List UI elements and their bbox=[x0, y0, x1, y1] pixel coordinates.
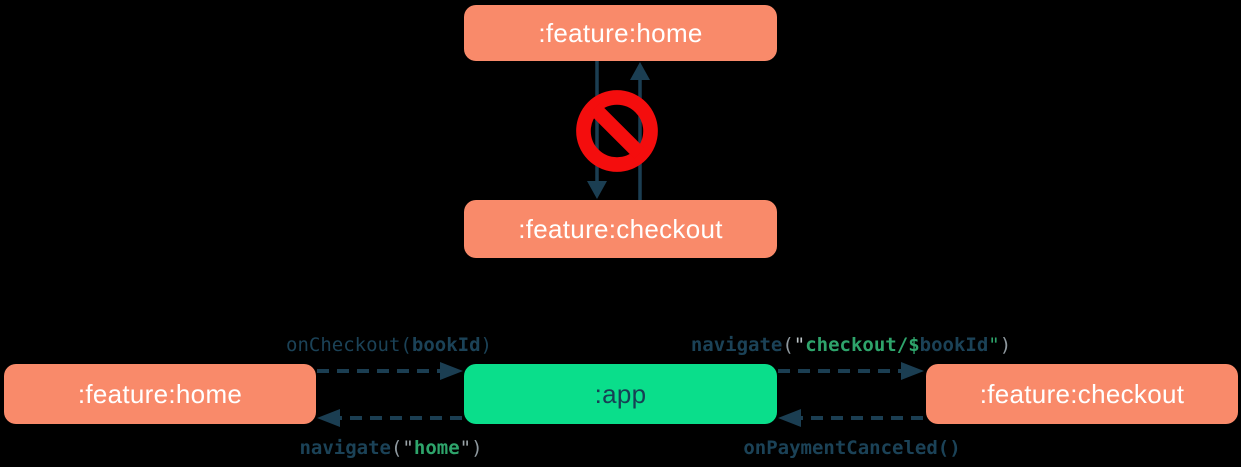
arrow-oncheckout-head bbox=[440, 362, 463, 380]
arrow-navigate-checkout-head bbox=[901, 362, 924, 380]
top-feature-home-label: :feature:home bbox=[538, 17, 703, 48]
code-token: bookId bbox=[411, 334, 481, 356]
top-feature-checkout-box: :feature:checkout bbox=[464, 200, 777, 258]
code-token: navigate bbox=[299, 437, 391, 459]
code-token: ) bbox=[471, 437, 483, 459]
arrow-checkout-to-home-head bbox=[630, 62, 650, 80]
code-token: $ bbox=[908, 334, 920, 356]
oncheckout-label: onCheckout(bookId) bbox=[286, 333, 492, 357]
bottom-feature-home-label: :feature:home bbox=[77, 378, 243, 409]
code-token: " bbox=[459, 437, 472, 459]
no-entry-ring bbox=[576, 90, 658, 172]
code-token: checkout/ bbox=[805, 334, 909, 356]
code-token: " bbox=[988, 334, 1000, 356]
no-entry-icon bbox=[576, 90, 658, 172]
code-token: bookId bbox=[919, 334, 989, 356]
code-token: " bbox=[793, 334, 806, 356]
top-feature-checkout-label: :feature:checkout bbox=[518, 213, 723, 244]
navigate-checkout-label: navigate("checkout/$bookId") bbox=[691, 333, 1011, 357]
arrow-home-to-checkout-head bbox=[587, 181, 607, 199]
arrow-onpaymentcanceled-head bbox=[778, 409, 801, 427]
code-token: ( bbox=[782, 334, 794, 356]
arrow-navigate-home-head bbox=[317, 409, 340, 427]
code-token: navigate bbox=[690, 334, 783, 356]
top-feature-home-box: :feature:home bbox=[464, 5, 777, 61]
bottom-feature-checkout-label: :feature:checkout bbox=[979, 378, 1185, 409]
code-token: ) bbox=[999, 334, 1012, 356]
code-token: onCheckout( bbox=[286, 334, 412, 356]
code-token: onPaymentCanceled() bbox=[743, 437, 961, 459]
app-box-label: :app bbox=[594, 378, 647, 409]
onpaymentcanceled-label: onPaymentCanceled() bbox=[743, 436, 960, 460]
navigate-home-label: navigate("home") bbox=[299, 436, 482, 460]
code-token: " bbox=[402, 437, 414, 459]
bottom-feature-checkout-box: :feature:checkout bbox=[926, 364, 1238, 424]
code-token: ( bbox=[390, 437, 403, 459]
code-token: home bbox=[413, 437, 460, 459]
app-box: :app bbox=[464, 364, 777, 424]
no-entry-slash bbox=[589, 103, 645, 159]
code-token: ) bbox=[480, 334, 492, 356]
bottom-feature-home-box: :feature:home bbox=[4, 364, 316, 424]
